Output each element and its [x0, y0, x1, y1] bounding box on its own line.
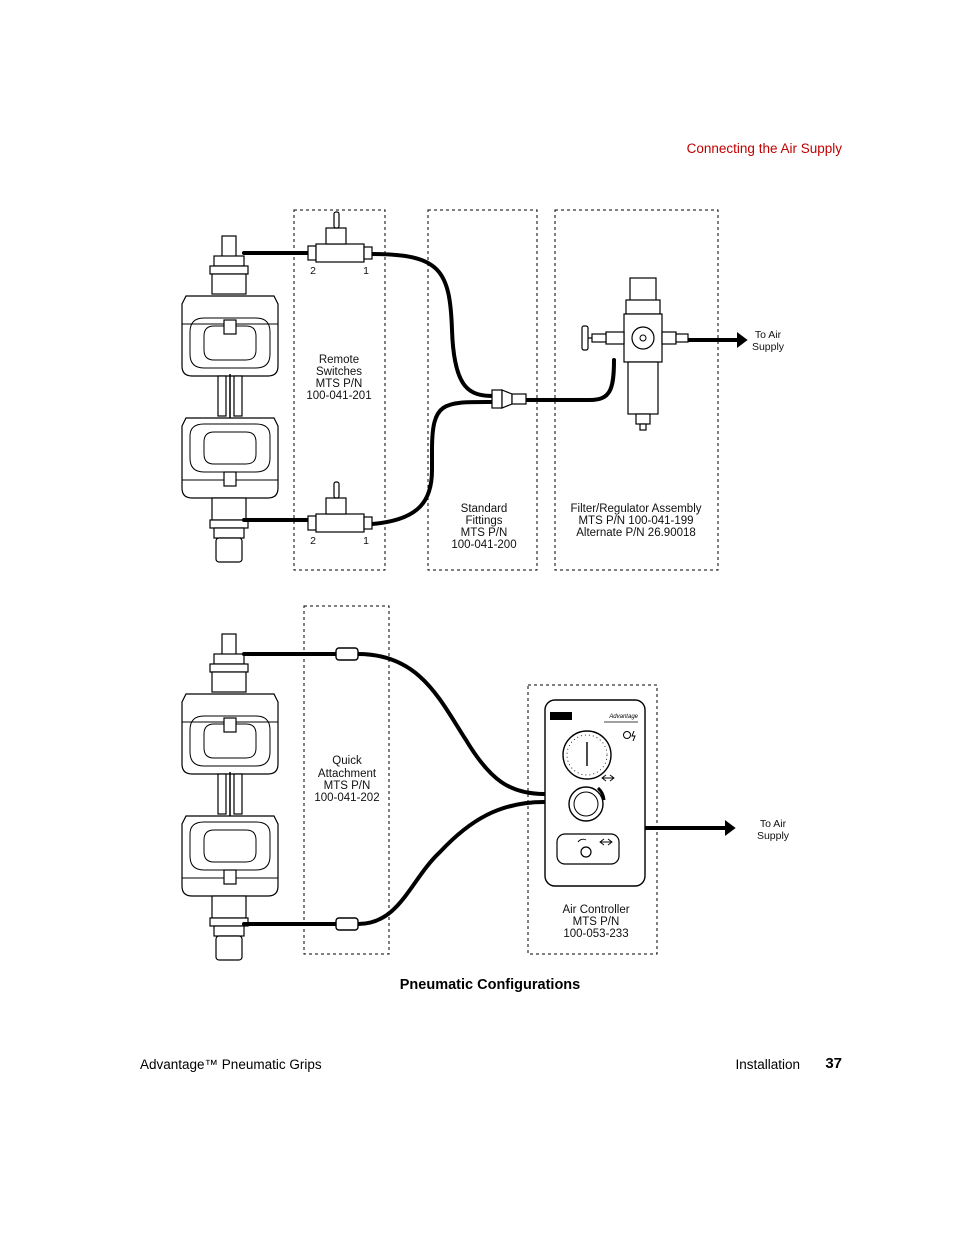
figure-caption: Pneumatic Configurations: [399, 977, 581, 993]
filter-regulator-alt-pn: Alternate P/N 26.90018: [576, 527, 696, 539]
air-controller-box: [527, 684, 658, 955]
quick-attachment-label-1: Quick: [332, 755, 362, 767]
standard-fittings-label-1: Standard: [461, 503, 508, 515]
section-title: Connecting the Air Supply: [686, 141, 842, 156]
filter-regulator-pn: MTS P/N 100-041-199: [578, 515, 693, 527]
grip-pair-top: [181, 235, 279, 563]
remote-switch-lower: [307, 481, 373, 533]
air-controller-pn: 100-053-233: [563, 928, 628, 940]
quick-attachment-upper: [335, 647, 359, 661]
port-label-1-lower: 1: [363, 535, 369, 547]
controller-brand: Advantage: [608, 714, 638, 720]
air-controller-label: Air Controller: [562, 904, 629, 916]
filter-regulator-label: Filter/Regulator Assembly: [570, 503, 701, 515]
standard-fittings-label-2: Fittings: [465, 515, 502, 527]
footer-product: Advantage™ Pneumatic Grips: [140, 1057, 322, 1072]
quick-attachment-lower: [335, 917, 359, 931]
air-controller-pn-label: MTS P/N: [573, 916, 620, 928]
hoses-bottom: [242, 652, 728, 926]
standard-fitting-y: [491, 389, 527, 409]
remote-switches-pn-label: MTS P/N: [316, 378, 363, 390]
quick-attachment-pn: 100-041-202: [314, 792, 379, 804]
top-configuration: 2 1 2 1 Remote Switches MTS P/N 100-041-…: [181, 209, 785, 571]
quick-attachment-label-2: Attachment: [318, 768, 377, 780]
remote-switches-label-2: Switches: [316, 366, 362, 378]
to-air-supply-bottom-2: Supply: [757, 830, 790, 842]
remote-switches-box: [293, 209, 386, 571]
air-controller: Advantage: [544, 699, 646, 887]
footer-section: Installation: [735, 1057, 800, 1072]
filter-regulator-box: [554, 209, 719, 571]
quick-attachment-box: [303, 605, 390, 955]
to-air-arrow-top: [737, 332, 748, 348]
quick-attachment-pn-label: MTS P/N: [324, 780, 371, 792]
to-air-supply-top-2: Supply: [752, 341, 785, 353]
bottom-configuration: Advantage Quick Attachment MTS P/N 100-0…: [181, 605, 790, 961]
grip-pair-bottom: [181, 633, 279, 961]
standard-fittings-pn: 100-041-200: [451, 539, 516, 551]
port-label-2-lower: 2: [310, 535, 316, 547]
remote-switches-pn: 100-041-201: [306, 390, 371, 402]
standard-fittings-box: [427, 209, 538, 571]
to-air-arrow-bottom: [725, 820, 736, 836]
remote-switches-label-1: Remote: [319, 354, 359, 366]
port-label-1-upper: 1: [363, 265, 369, 277]
filter-regulator-assembly: [581, 277, 689, 431]
remote-switch-upper: [307, 211, 373, 263]
to-air-supply-bottom-1: To Air: [760, 818, 787, 830]
port-label-2-upper: 2: [310, 265, 316, 277]
to-air-supply-top-1: To Air: [755, 329, 782, 341]
standard-fittings-pn-label: MTS P/N: [461, 527, 508, 539]
page-number: 37: [825, 1055, 842, 1072]
hoses-top: [242, 251, 740, 526]
